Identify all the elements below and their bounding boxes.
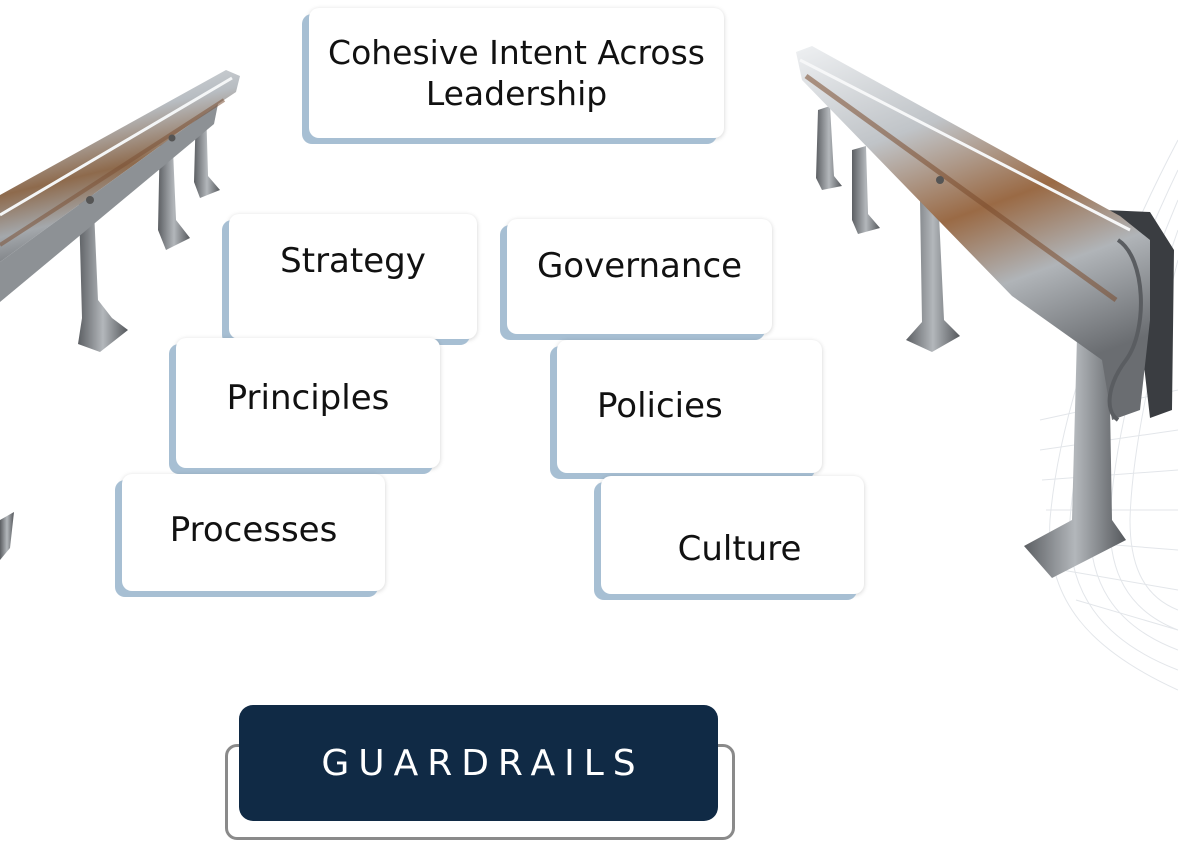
guardrails-banner-label: GUARDRAILS xyxy=(321,742,645,784)
governance-card: Governance xyxy=(507,219,772,334)
processes-label: Processes xyxy=(169,510,338,551)
guardrails-banner: GUARDRAILS xyxy=(239,705,718,821)
culture-card: Culture xyxy=(601,476,864,594)
policies-card: Policies xyxy=(557,340,822,473)
cohesive-intent-label: Cohesive Intent Across Leadership xyxy=(328,32,705,113)
culture-label: Culture xyxy=(677,528,802,569)
guardrail-left-illustration xyxy=(0,70,240,560)
processes-card: Processes xyxy=(122,474,385,591)
principles-card: Principles xyxy=(176,338,440,468)
principles-label: Principles xyxy=(226,377,390,418)
policies-label: Policies xyxy=(597,386,723,427)
strategy-label: Strategy xyxy=(280,241,426,282)
governance-label: Governance xyxy=(536,246,743,287)
guardrail-right-illustration xyxy=(796,46,1174,578)
strategy-card: Strategy xyxy=(229,214,477,339)
cohesive-intent-card: Cohesive Intent Across Leadership xyxy=(309,8,724,138)
